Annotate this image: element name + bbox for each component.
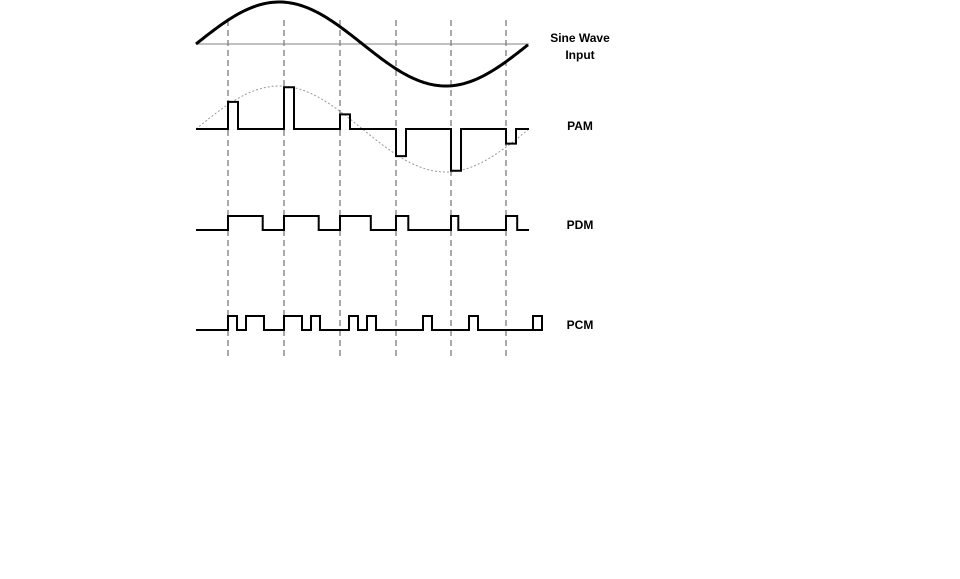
sine-wave-group xyxy=(195,0,529,88)
sine-wave-input xyxy=(195,0,529,88)
pam-label: PAM xyxy=(567,119,593,133)
pdm-label: PDM xyxy=(567,218,594,232)
pcm-group xyxy=(196,315,543,331)
pdm-signal xyxy=(196,215,529,231)
sine-wave-label-line1: Sine Wave xyxy=(550,31,610,45)
pam-signal xyxy=(196,86,529,172)
sine-wave-label-line2: Input xyxy=(565,48,594,62)
pcm-label: PCM xyxy=(567,318,594,332)
sampling-guide-lines xyxy=(227,20,507,358)
pcm-signal xyxy=(196,315,543,331)
pam-group xyxy=(195,85,529,173)
pdm-group xyxy=(196,215,529,231)
